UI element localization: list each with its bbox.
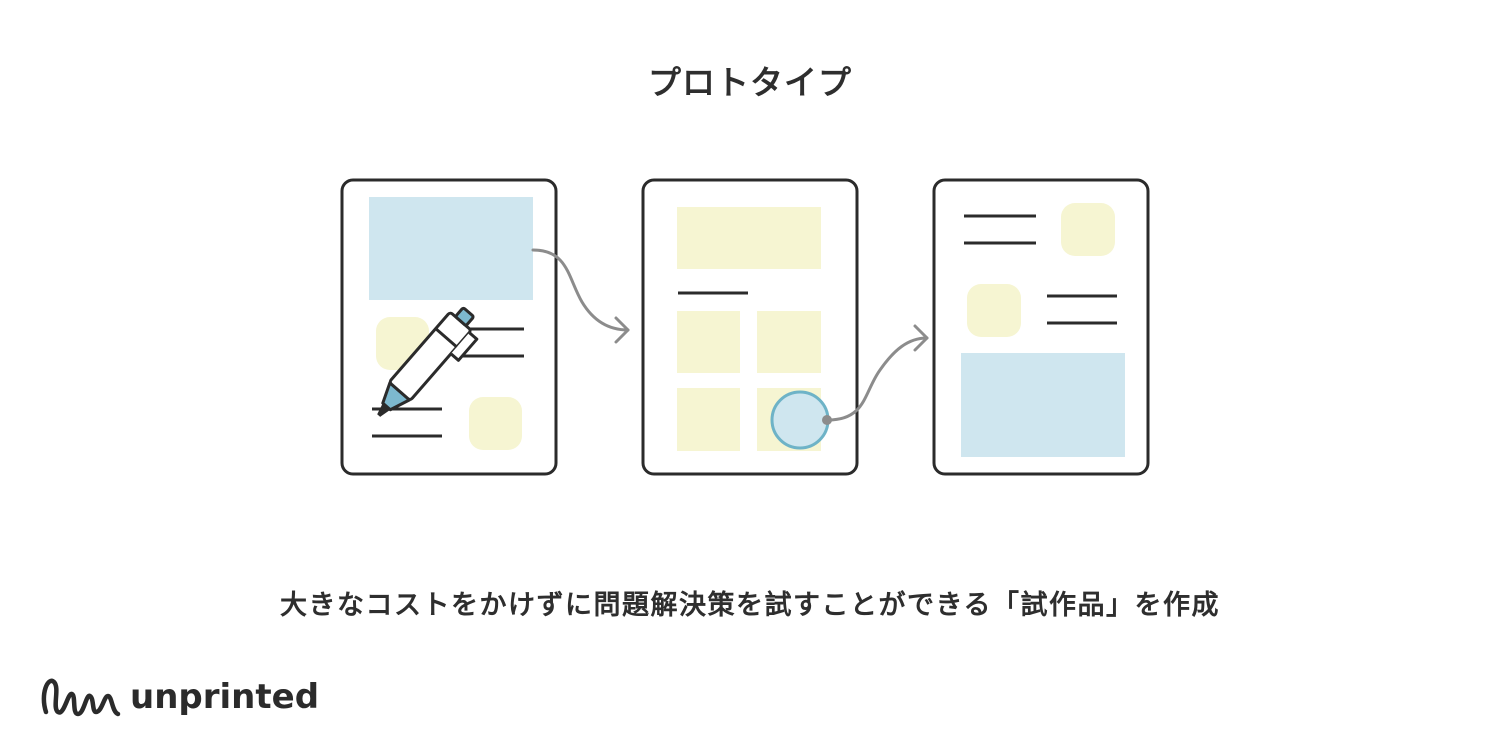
page-title: プロトタイプ [648, 63, 852, 102]
sheet-2-grid-cell [757, 311, 821, 373]
brand-logo: unprinted [38, 672, 319, 722]
curved-arrow-icon [531, 248, 630, 344]
sheet-1-rounded-block [469, 397, 522, 450]
sheet-3 [932, 178, 1150, 476]
sheet-3-rounded-block [967, 284, 1021, 337]
sheet-2-grid-cell [677, 311, 740, 373]
brand-name: unprinted [130, 677, 320, 717]
sheet-3-rounded-block [1061, 203, 1115, 256]
arrow-start-dot [822, 415, 832, 425]
sheet-2-grid-cell [677, 388, 740, 451]
sheet-2-header-block [677, 207, 821, 269]
sheet-2 [641, 178, 859, 476]
signature-mark-icon [41, 678, 121, 717]
sheet-2-highlight-circle [770, 390, 830, 450]
sheet-1-image-block [369, 197, 533, 300]
curved-arrow-icon [826, 324, 929, 422]
pen-icon [377, 306, 479, 417]
sheet-3-image-block [961, 353, 1125, 457]
caption-text: 大きなコストをかけずに問題解決策を試すことができる「試作品」を作成 [280, 590, 1220, 621]
